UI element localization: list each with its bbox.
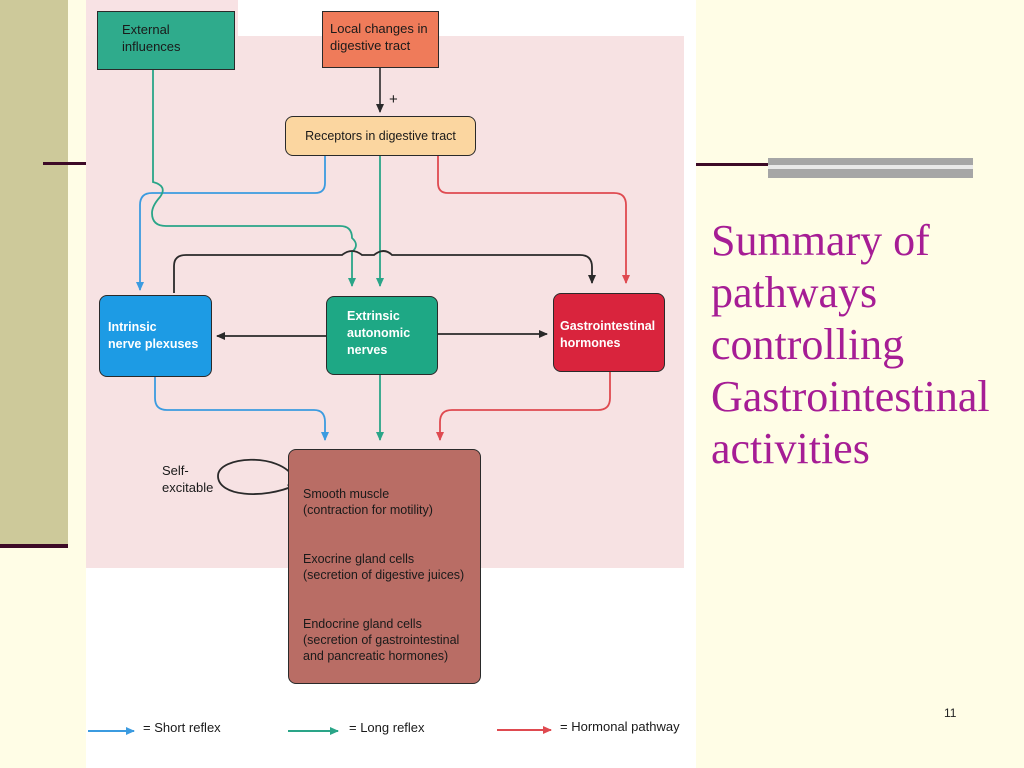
arrow-hormonal-hormones-to-effectors bbox=[436, 372, 611, 441]
divider-bar-gray bbox=[768, 158, 973, 178]
divider-rule-bottom bbox=[0, 544, 68, 548]
arrow-hormonal-receptors-to-hormones bbox=[437, 156, 630, 284]
left-decorative-band bbox=[0, 0, 68, 545]
arrow-short-receptors-to-intrinsic bbox=[136, 156, 326, 291]
exocrine-gland-label: Exocrine gland cells (secretion of diges… bbox=[303, 552, 465, 582]
endocrine-gland-label: Endocrine gland cells (secretion of gast… bbox=[303, 617, 460, 663]
local-changes-box: Local changes in digestive tract bbox=[322, 11, 439, 68]
legend-long-reflex: = Long reflex bbox=[349, 720, 425, 735]
extrinsic-autonomic-nerves-box: Extrinsic autonomic nerves bbox=[326, 296, 438, 375]
external-influences-box: External influences bbox=[97, 11, 235, 70]
slide-number: 11 bbox=[944, 706, 957, 720]
self-excitable-label: Self- excitable bbox=[162, 463, 214, 495]
divider-rule-right bbox=[694, 163, 770, 166]
smooth-muscle-label: Smooth muscle (contraction for motility) bbox=[303, 487, 433, 517]
divider-rule-left bbox=[43, 162, 88, 165]
arrow-intrinsic-to-hormones bbox=[173, 250, 596, 293]
receptors-box: Receptors in digestive tract bbox=[285, 116, 476, 156]
gastrointestinal-hormones-box: Gastrointestinal hormones bbox=[553, 293, 665, 372]
arrow-short-intrinsic-to-effectors bbox=[154, 377, 329, 441]
effector-cells-box: Smooth muscle (contraction for motility)… bbox=[288, 449, 481, 684]
intrinsic-nerve-plexuses-box: Intrinsic nerve plexuses bbox=[99, 295, 212, 377]
slide-title: Summary of pathways controlling Gastroin… bbox=[711, 216, 990, 473]
arrow-long-external-to-extrinsic bbox=[151, 70, 357, 287]
plus-sign: + bbox=[389, 91, 398, 108]
legend-hormonal-pathway: = Hormonal pathway bbox=[560, 719, 680, 734]
arrow-self-excitable-loop bbox=[217, 458, 297, 495]
legend-short-reflex: = Short reflex bbox=[143, 720, 221, 735]
